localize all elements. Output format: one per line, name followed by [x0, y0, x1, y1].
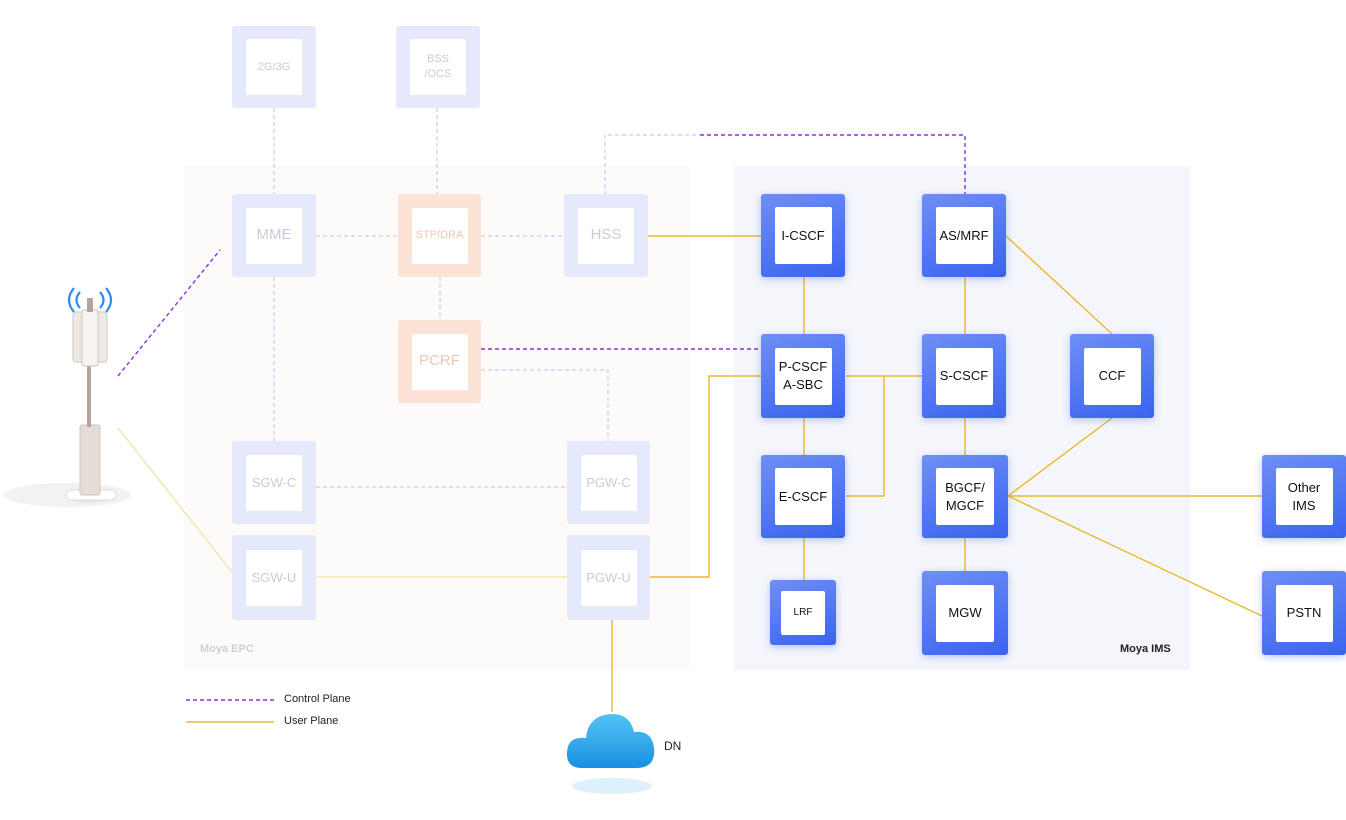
node-sgw-c: SGW-C	[232, 441, 316, 524]
node-pgw-u: PGW-U	[567, 535, 650, 620]
legend-user-plane-label: User Plane	[284, 715, 339, 727]
link-asmrf-ccf	[1005, 235, 1113, 335]
node-as-mrf: AS/MRF	[922, 194, 1006, 277]
node-i-cscf: I-CSCF	[761, 194, 845, 277]
link-bgcf-ccf	[1007, 417, 1113, 497]
node-e-cscf: E-CSCF	[761, 455, 845, 538]
link-hss-asmrf	[700, 134, 966, 194]
link-pgwu-pcscf	[650, 375, 761, 578]
link-hss-up	[604, 134, 700, 195]
dn-label: DN	[664, 739, 682, 753]
link-pcrf-pgwc	[481, 369, 609, 441]
node-mgw: MGW	[922, 571, 1008, 655]
link-tower-mme	[117, 249, 221, 377]
node-lrf: LRF	[770, 580, 836, 645]
node-stp-dra: STP/DRA	[398, 194, 481, 277]
node-hss: HSS	[564, 194, 648, 277]
legend-control-plane-label: Control Plane	[284, 693, 351, 705]
cloud-icon	[566, 713, 655, 794]
node-pgw-c: PGW-C	[567, 441, 650, 524]
link-tower-sgwu	[117, 427, 233, 573]
ims-region-label: Moya IMS	[1120, 643, 1171, 655]
node-sgw-u: SGW-U	[232, 535, 316, 620]
node-s-cscf: S-CSCF	[922, 334, 1006, 418]
node-2g3g: 2G/3G	[232, 26, 316, 108]
node-mme: MME	[232, 194, 316, 277]
node-pstn: PSTN	[1262, 571, 1346, 655]
node-bss-ocs: BSS /OCS	[396, 26, 480, 108]
link-ecscf-bus	[846, 376, 885, 497]
epc-region-label: Moya EPC	[200, 643, 254, 655]
node-ccf: CCF	[1070, 334, 1154, 418]
cell-tower-icon	[3, 287, 131, 507]
node-bgcf-mgcf: BGCF/ MGCF	[922, 455, 1008, 538]
node-p-cscf-a-sbc: P-CSCF A-SBC	[761, 334, 845, 418]
link-bgcf-pstn	[1007, 495, 1263, 617]
node-other-ims: Other IMS	[1262, 455, 1346, 538]
node-pcrf: PCRF	[398, 320, 481, 403]
